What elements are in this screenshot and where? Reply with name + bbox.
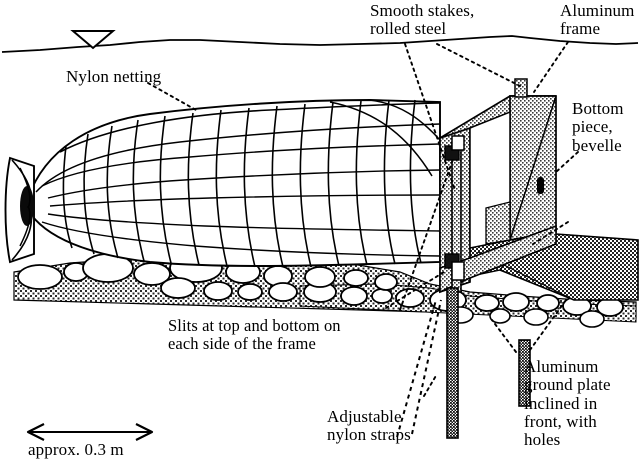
leader-nylon-netting <box>147 82 197 111</box>
label-nylon-netting: Nylon netting <box>66 67 162 86</box>
label-adjustable-nylon-straps: Adjustable nylon straps <box>327 407 411 445</box>
adjustable-nylon-straps <box>396 299 442 438</box>
label-aluminum-ground-plate: Aluminum ground plate inclined in front,… <box>524 357 611 450</box>
leader-smooth-stakes <box>404 43 456 191</box>
label-smooth-stakes: Smooth stakes, rolled steel <box>370 1 475 39</box>
leader-bottom-piece-2 <box>529 221 569 247</box>
label-aluminum-frame: Aluminum frame <box>560 1 635 39</box>
net-cinch-knot <box>4 156 35 264</box>
water-level-symbol <box>70 30 116 50</box>
label-bottom-piece: Bottom piece, bevelle <box>572 99 624 155</box>
leader-lines <box>147 41 579 397</box>
scale-bar <box>26 423 154 441</box>
scale-bar-label: approx. 0.3 m <box>28 440 124 459</box>
nylon-netting <box>27 99 441 268</box>
leader-aluminum-frame <box>533 41 569 93</box>
water-surface-line <box>1 35 639 53</box>
leader-ground-plate <box>491 319 517 353</box>
leader-adjustable-straps <box>423 373 438 397</box>
smooth-stake-top <box>514 78 528 98</box>
leader-slits-upper <box>399 161 453 311</box>
leader-smooth-stakes-2 <box>436 43 521 87</box>
leader-bottom-piece <box>555 151 579 173</box>
leader-slits-lower <box>385 271 445 309</box>
aluminum-frame <box>439 95 557 294</box>
label-slits: Slits at top and bottom on each side of … <box>168 316 341 353</box>
ground-stake <box>446 287 531 439</box>
leader-ground-plate-2 <box>529 299 567 351</box>
